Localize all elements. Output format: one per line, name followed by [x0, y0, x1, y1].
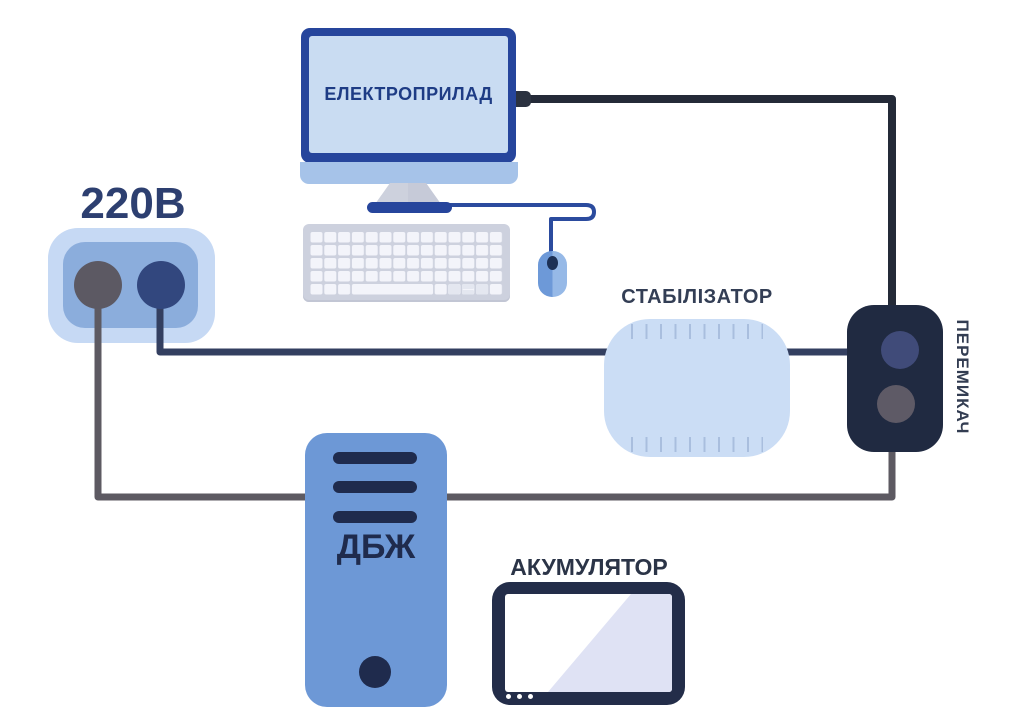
ups-tower-icon: ДБЖ [305, 433, 447, 707]
ups-vent-bar [333, 452, 417, 464]
keyboard-keys [310, 231, 503, 295]
battery-label: АКУМУЛЯТОР [510, 554, 668, 580]
mouse-wheel [547, 256, 558, 270]
wire-outlet-to-ups-to-switch [94, 282, 896, 501]
battery-indicator-dot [528, 694, 533, 699]
monitor-base [367, 202, 452, 213]
switch-box-icon [847, 305, 943, 452]
outlet-socket-left [74, 261, 122, 309]
mouse-cable [448, 203, 596, 253]
battery-indicator-dot [517, 694, 522, 699]
outlet-socket-right [137, 261, 185, 309]
switch-button-top [881, 331, 919, 369]
switch-button-bottom [877, 385, 915, 423]
stabilizer-vents-top [631, 324, 763, 339]
stabilizer-label: СТАБІЛІЗАТОР [621, 286, 773, 308]
stabilizer-box-icon [604, 319, 790, 457]
keyboard-icon [303, 224, 510, 302]
stabilizer-vents-bottom [631, 437, 763, 452]
ups-power-button [359, 656, 391, 688]
battery-screen [505, 594, 672, 692]
mouse-icon [538, 251, 567, 297]
desktop-monitor-icon: ЕЛЕКТРОПРИЛАД [301, 28, 516, 163]
voltage-label: 220В [80, 179, 186, 228]
battery-pack-icon [492, 582, 685, 705]
wire-plug-connector [511, 91, 531, 107]
monitor-screen: ЕЛЕКТРОПРИЛАД [309, 36, 508, 153]
appliance-label: ЕЛЕКТРОПРИЛАД [324, 84, 493, 104]
switch-label: ПЕРЕМИКАЧ [953, 319, 972, 435]
wire-appliance-to-switch [518, 95, 896, 308]
battery-indicator-dot [506, 694, 511, 699]
ups-label: ДБЖ [336, 528, 416, 566]
monitor-chin [300, 162, 518, 184]
ups-vent-bar [333, 481, 417, 493]
ups-vent-bar [333, 511, 417, 523]
monitor-stand [373, 183, 443, 212]
